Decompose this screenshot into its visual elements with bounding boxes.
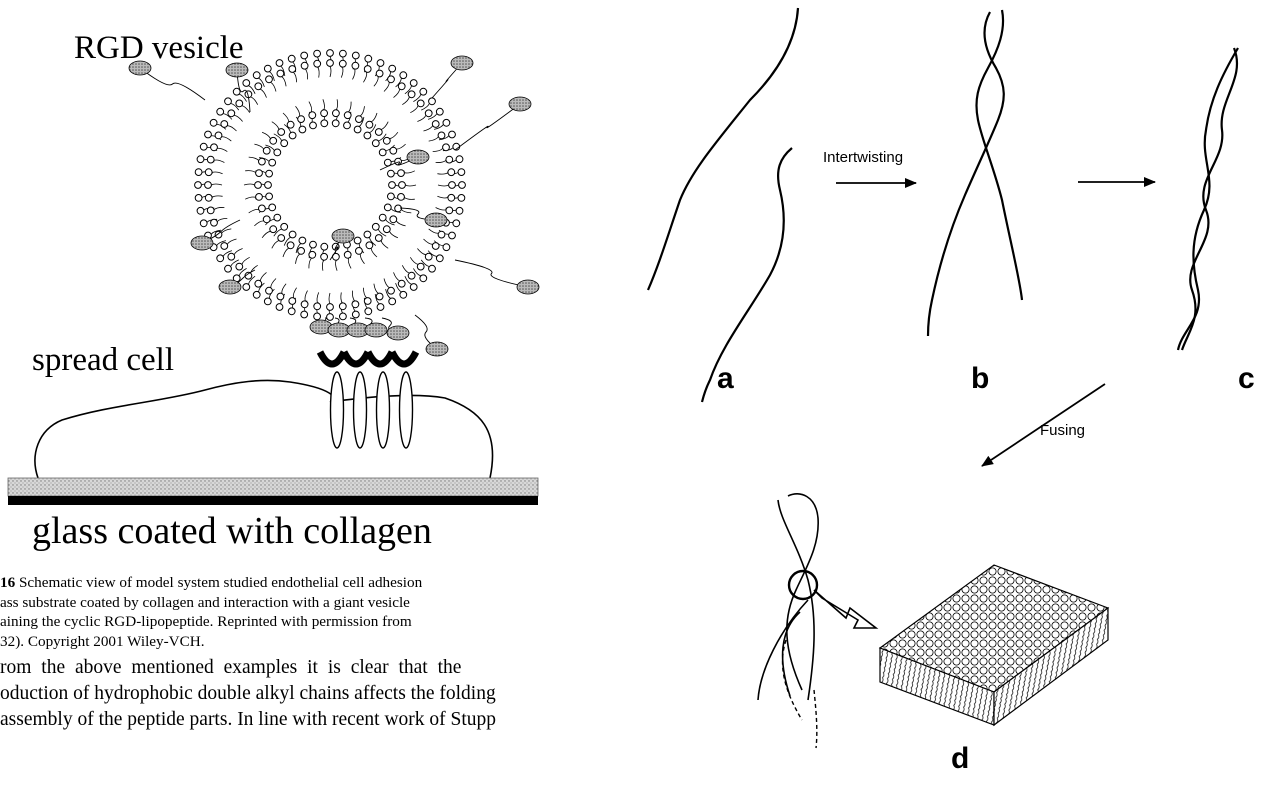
figure-caption: 16 Schematic view of model system studie…: [0, 573, 612, 651]
panel-d-ribbon: [758, 494, 818, 748]
panel-b-label: b: [971, 362, 989, 396]
vesicle-label: RGD vesicle: [74, 30, 244, 67]
body-paragraph: rom the above mentioned examples it is c…: [0, 655, 612, 733]
intertwisting-label: Intertwisting: [823, 149, 903, 166]
panel-b-fibers: [928, 10, 1022, 336]
panel-c-fibril: [1178, 48, 1238, 350]
caption-line: aining the cyclic RGD-lipopeptide. Repri…: [0, 612, 612, 632]
integrin-receptors: [320, 352, 416, 448]
panel-a-label: a: [717, 362, 734, 396]
caption-line: 32). Copyright 2001 Wiley-VCH.: [0, 632, 612, 652]
vesicle-bilayer: [195, 50, 466, 321]
rgd-lipopeptide-heads: [129, 56, 539, 356]
spread-cell-label: spread cell: [32, 342, 174, 379]
fibril-schematic: [610, 0, 1267, 784]
figure-number: 16: [0, 574, 15, 591]
body-line: oduction of hydrophobic double alkyl cha…: [0, 681, 612, 707]
fibril-fusion-figure: Intertwisting Fusing a b c d: [610, 0, 1267, 784]
spread-cell-outline: [35, 380, 493, 478]
caption-line: ass substrate coated by collagen and int…: [0, 593, 612, 613]
collagen-coating: [8, 478, 538, 496]
panel-d-label: d: [951, 742, 969, 776]
body-line: rom the above mentioned examples it is c…: [0, 655, 612, 681]
vesicle-adhesion-figure: RGD vesicle spread cell glass coated wit…: [0, 0, 600, 560]
fusing-label: Fusing: [1040, 422, 1085, 439]
panel-a-fibers: [648, 8, 798, 402]
bilayer-slab: [880, 565, 1108, 725]
caption-line: Schematic view of model system studied e…: [19, 574, 422, 591]
magnification-arrow: [814, 590, 876, 628]
vesicle-schematic: [0, 0, 600, 560]
body-line: assembly of the peptide parts. In line w…: [0, 707, 612, 733]
glass-substrate: [8, 496, 538, 505]
panel-c-label: c: [1238, 362, 1255, 396]
substrate-label: glass coated with collagen: [32, 509, 432, 553]
